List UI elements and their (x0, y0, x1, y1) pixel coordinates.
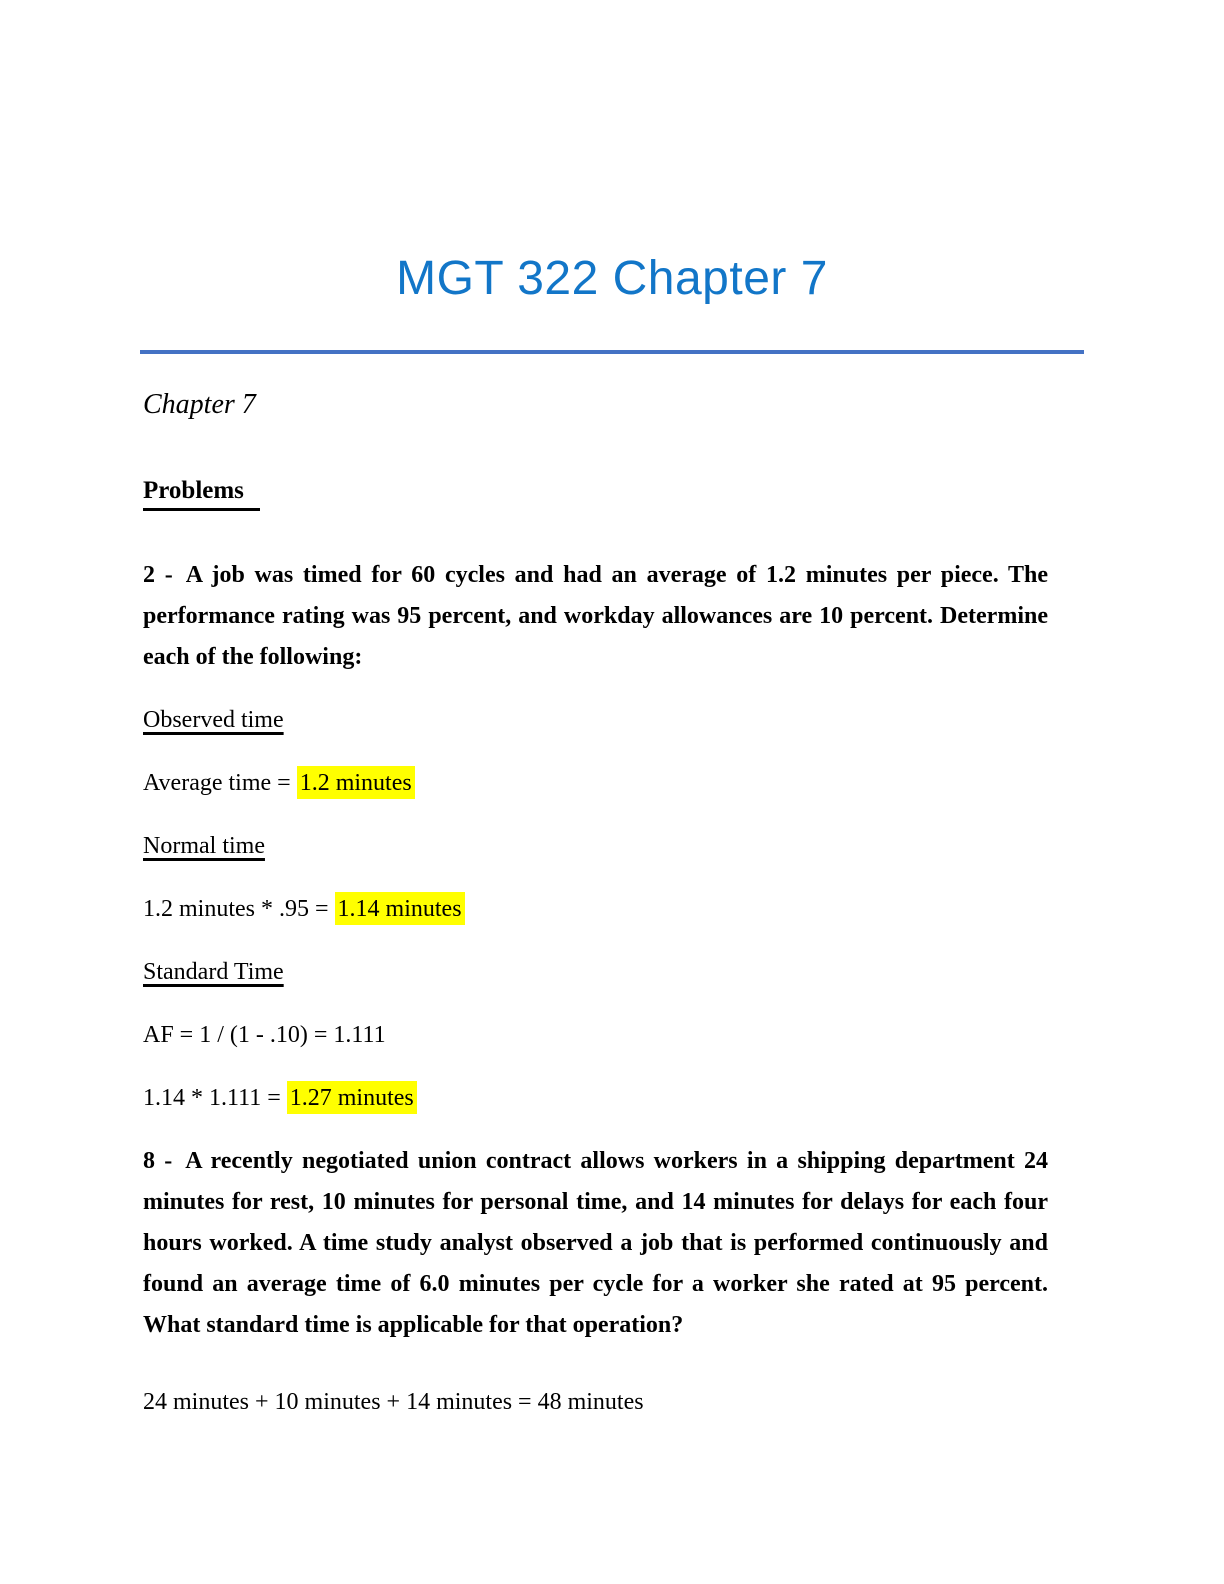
observed-time-heading: Observed time (143, 707, 284, 733)
average-time-label: Average time = (143, 770, 291, 796)
standard-time-heading: Standard Time (143, 959, 284, 985)
problem-8-statement: 8 -A recently negotiated union contract … (143, 1141, 1048, 1346)
problem-8-text: A recently negotiated union contract all… (143, 1148, 1049, 1338)
problem-2-text: A job was timed for 60 cycles and had an… (143, 562, 1049, 670)
normal-time-label: 1.2 minutes * .95 = (143, 896, 329, 922)
standard-time-equation: 1.14 * 1.111 = 1.27 minutes (143, 1078, 1081, 1118)
normal-time-equation: 1.2 minutes * .95 = 1.14 minutes (143, 889, 1081, 929)
chapter-heading: Chapter 7 (143, 389, 256, 420)
page-title: MGT 322 Chapter 7 (396, 252, 828, 305)
problems-section: Problems (143, 475, 1081, 511)
standard-time-section: Standard Time (143, 952, 1081, 992)
standard-time-highlighted-answer: 1.27 minutes (286, 1081, 417, 1114)
normal-time-section: Normal time (143, 826, 1081, 866)
title-divider (140, 350, 1084, 354)
problem-2-statement: 2 -A job was timed for 60 cycles and had… (143, 555, 1048, 678)
observed-time-section: Observed time (143, 700, 1081, 740)
average-time-equation: Average time = 1.2 minutes (143, 763, 1081, 803)
problems-heading: Problems (143, 475, 260, 511)
problem-8-number: 8 - (143, 1148, 173, 1174)
average-time-highlighted-answer: 1.2 minutes (296, 766, 415, 799)
total-allowance-equation: 24 minutes + 10 minutes + 14 minutes = 4… (143, 1389, 644, 1415)
standard-time-label: 1.14 * 1.111 = (143, 1085, 281, 1111)
problem-2-number: 2 - (143, 562, 173, 588)
normal-time-heading: Normal time (143, 833, 265, 859)
allowance-factor-equation: AF = 1 / (1 - .10) = 1.111 (143, 1022, 386, 1048)
normal-time-highlighted-answer: 1.14 minutes (334, 892, 465, 925)
